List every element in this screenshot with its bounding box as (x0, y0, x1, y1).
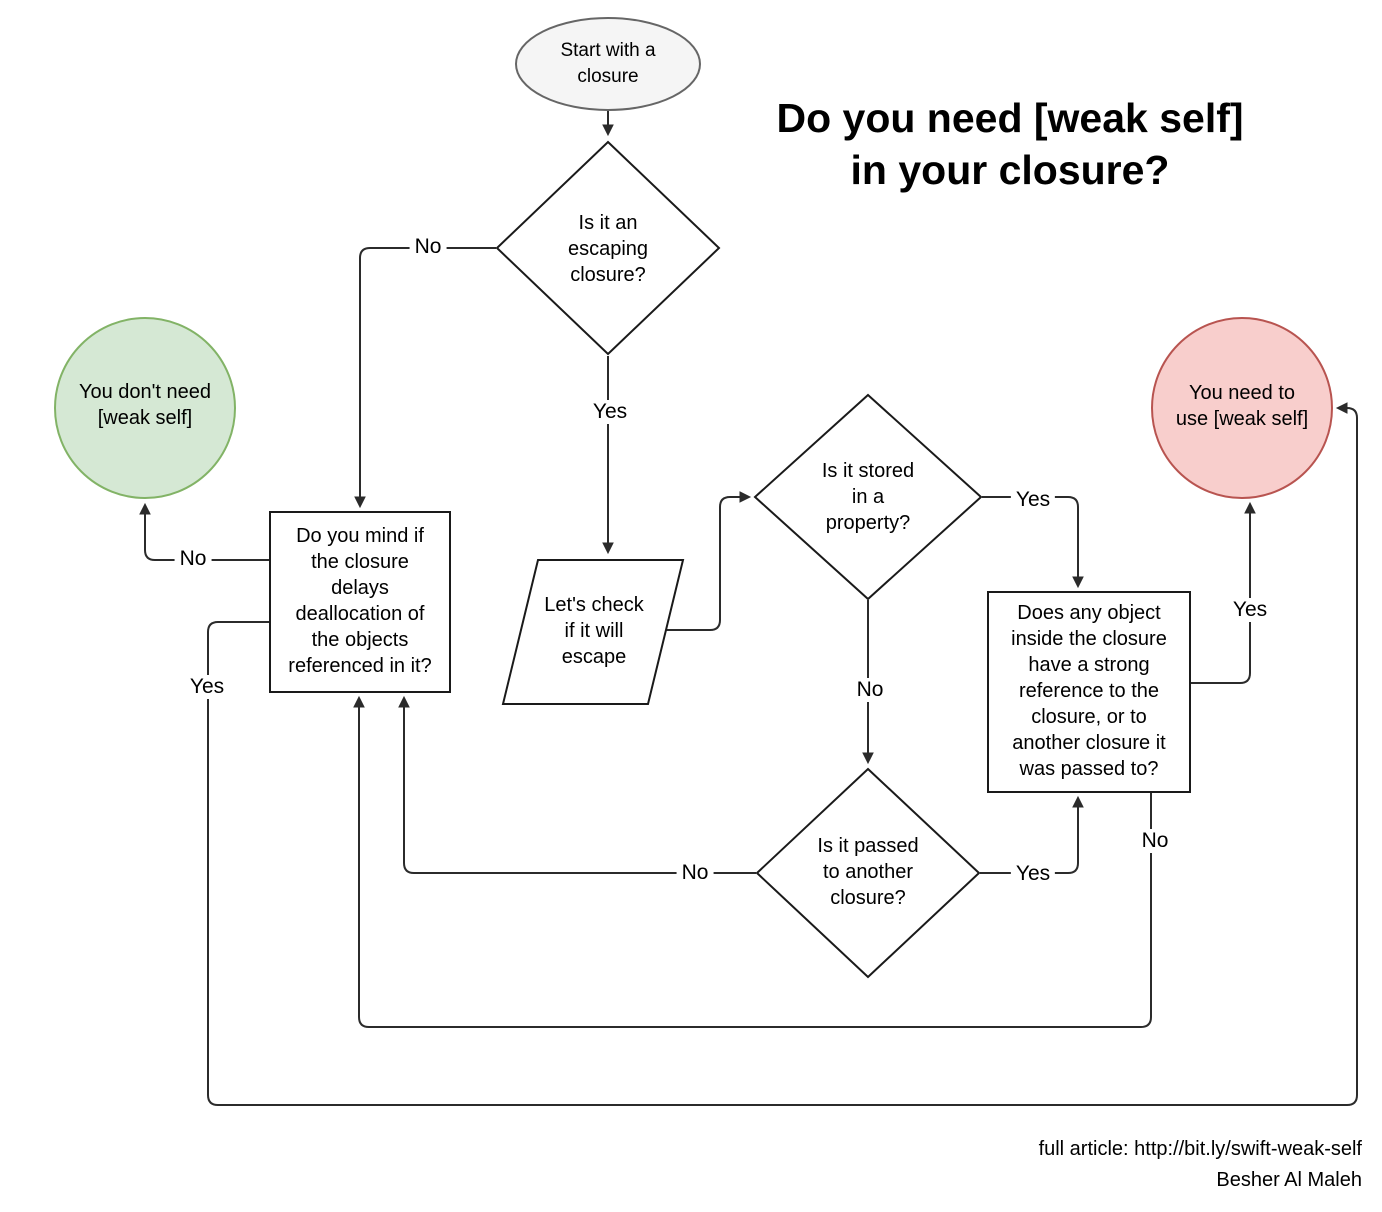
edge-label-mind-no: No (174, 547, 212, 571)
edge-label-escaping-yes: Yes (587, 400, 633, 424)
edge-passed-no-to-mind-delay (398, 695, 756, 874)
passed-closure-label: Is it passed to another closure? (817, 835, 919, 909)
edge-strongref-no-to-mind-delay (353, 695, 1152, 1028)
no-weak-self-label: You don't need [weak self] (78, 381, 212, 429)
mind-delay-box (269, 511, 451, 693)
start-node (515, 17, 701, 111)
escaping-closure-label: Is it an escaping closure? (567, 212, 649, 286)
stored-property-label: Is it stored in a property? (821, 460, 915, 534)
stored-property-decision (753, 393, 983, 601)
edge-label-strongref-yes: Yes (1227, 598, 1273, 622)
edge-label-escaping-no: No (409, 235, 447, 259)
need-weak-self-label: You need to use [weak self] (1175, 382, 1309, 430)
edge-label-property-no: No (851, 678, 889, 702)
edge-mind-no-to-no-weak-self (139, 502, 270, 561)
edge-label-strongref-no: No (1136, 829, 1174, 853)
footer-article-link: full article: http://bit.ly/swift-weak-s… (1038, 1138, 1362, 1160)
escaping-closure-decision (495, 140, 721, 356)
edge-passed-yes-to-strong-reference (980, 795, 1084, 874)
edge-check-escape-to-stored-property (666, 491, 752, 631)
strong-reference-box (987, 591, 1191, 793)
no-weak-self-end-node (54, 317, 236, 499)
edge-strongref-yes-to-need-weak-self (1190, 501, 1256, 684)
mind-delay-label: Do you mind if the closure delays deallo… (288, 525, 432, 677)
edge-mind-yes-to-need-weak-self (207, 402, 1358, 1106)
edge-label-mind-yes: Yes (184, 675, 230, 699)
strong-reference-label: Does any object inside the closure have … (1011, 602, 1167, 780)
edge-property-yes-to-strong-reference (982, 496, 1084, 589)
check-escape-parallelogram (501, 559, 685, 705)
footer: full article: http://bit.ly/swift-weak-s… (1039, 1134, 1362, 1196)
footer-author: Besher Al Maleh (1216, 1169, 1362, 1191)
edge-escaping-no-to-mind-delay (354, 247, 496, 509)
edge-label-passed-yes: Yes (1010, 862, 1056, 886)
start-node-label: Start with a closure (560, 40, 656, 87)
page-title: Do you need [weak self] in your closure? (776, 95, 1244, 193)
passed-closure-decision (755, 767, 981, 979)
edge-label-passed-no: No (676, 861, 714, 885)
edge-label-property-yes: Yes (1010, 488, 1056, 512)
check-escape-label: Let's check if it will escape (544, 594, 644, 668)
need-weak-self-end-node (1151, 317, 1333, 499)
